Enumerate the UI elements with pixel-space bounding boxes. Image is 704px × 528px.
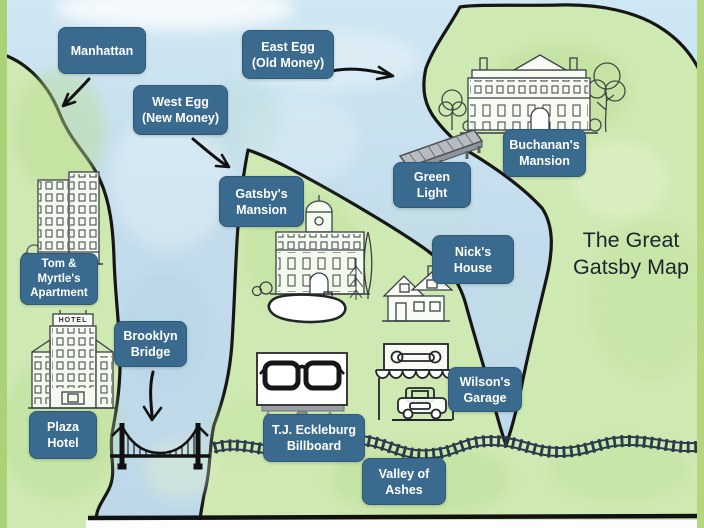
label-green-light[interactable]: Green Light bbox=[393, 162, 471, 208]
label-text: Wilson's bbox=[459, 374, 511, 389]
label-west-egg[interactable]: West Egg (New Money) bbox=[133, 85, 228, 135]
label-text: Manhattan bbox=[70, 43, 134, 58]
gatsbys-mansion-illustration bbox=[251, 195, 373, 299]
label-manhattan[interactable]: Manhattan bbox=[58, 27, 146, 74]
manhattan-arrow-icon bbox=[61, 77, 91, 108]
label-text: Plaza bbox=[47, 420, 79, 434]
label-gatsbys-mansion[interactable]: Gatsby's Mansion bbox=[219, 176, 304, 227]
left-border-strip bbox=[0, 0, 7, 528]
label-text: Mansion bbox=[236, 202, 287, 217]
bottom-border-line bbox=[87, 513, 704, 521]
label-text: Ashes bbox=[385, 482, 423, 497]
label-buchanans-mansion[interactable]: Buchanan's Mansion bbox=[503, 129, 586, 177]
label-plaza-hotel[interactable]: Plaza Hotel bbox=[29, 411, 97, 459]
label-text: T.J. Eckleburg bbox=[271, 423, 357, 437]
eckleburg-billboard-illustration bbox=[256, 352, 348, 428]
map-arrows bbox=[61, 65, 395, 422]
label-text: Valley of bbox=[378, 466, 430, 481]
wilsons-garage-illustration bbox=[375, 343, 457, 421]
pool-ladder-icon bbox=[323, 291, 333, 296]
label-text: Billboard bbox=[286, 439, 342, 453]
label-tom-myrtles-apartment[interactable]: Tom & Myrtle's Apartment bbox=[20, 253, 98, 305]
label-text: Myrtle's bbox=[37, 272, 81, 285]
label-nicks-house[interactable]: Nick's House bbox=[432, 235, 514, 284]
plaza-hotel-illustration bbox=[28, 310, 117, 409]
east-egg-arrow-icon bbox=[330, 65, 395, 81]
nicks-house-illustration bbox=[348, 258, 454, 322]
label-text: Buchanan's bbox=[509, 138, 580, 152]
eyeglasses-icon bbox=[259, 360, 345, 391]
brooklyn-bridge-illustration bbox=[110, 423, 210, 470]
label-text: House bbox=[453, 260, 493, 275]
west-egg-arrow-icon bbox=[191, 137, 231, 169]
car-icon bbox=[397, 387, 447, 420]
label-text: Gatsby's bbox=[235, 186, 288, 201]
label-wilsons-garage[interactable]: Wilson's Garage bbox=[448, 367, 522, 412]
label-text: East Egg bbox=[261, 39, 315, 54]
hotel-sign-text: HOTEL bbox=[58, 316, 88, 324]
label-text: Hotel bbox=[47, 436, 79, 450]
label-text: Green bbox=[413, 170, 451, 184]
label-text: Tom & bbox=[41, 258, 77, 271]
brooklyn-bridge-arrow-icon bbox=[142, 370, 163, 422]
label-text: Nick's bbox=[454, 244, 492, 259]
label-text: (New Money) bbox=[141, 111, 220, 125]
label-text: West Egg bbox=[152, 95, 209, 109]
label-text: Light bbox=[416, 186, 448, 200]
bottom-margin bbox=[86, 520, 704, 528]
label-tj-eckleburg-billboard[interactable]: T.J. Eckleburg Billboard bbox=[263, 414, 365, 462]
label-text: Brooklyn bbox=[123, 329, 178, 343]
label-east-egg[interactable]: East Egg (Old Money) bbox=[242, 30, 334, 79]
buchanans-mansion-illustration bbox=[438, 54, 626, 134]
label-text: Bridge bbox=[130, 345, 171, 359]
label-valley-of-ashes[interactable]: Valley of Ashes bbox=[362, 458, 446, 505]
apartment-building-illustration bbox=[21, 171, 103, 265]
label-brooklyn-bridge[interactable]: Brooklyn Bridge bbox=[114, 321, 187, 367]
awning-icon bbox=[375, 369, 457, 379]
label-text: Garage bbox=[463, 390, 507, 405]
label-text: (Old Money) bbox=[251, 55, 325, 70]
swimming-pool-illustration bbox=[267, 293, 347, 324]
map-title-line1: The Great bbox=[582, 228, 680, 252]
map-title-line2: Gatsby Map bbox=[573, 255, 689, 280]
label-text: Mansion bbox=[519, 154, 570, 168]
right-border-strip bbox=[697, 0, 704, 528]
wrench-icon bbox=[390, 350, 442, 364]
map-title: The Great Gatsby Map bbox=[556, 227, 704, 281]
label-text: Apartment bbox=[30, 287, 88, 300]
